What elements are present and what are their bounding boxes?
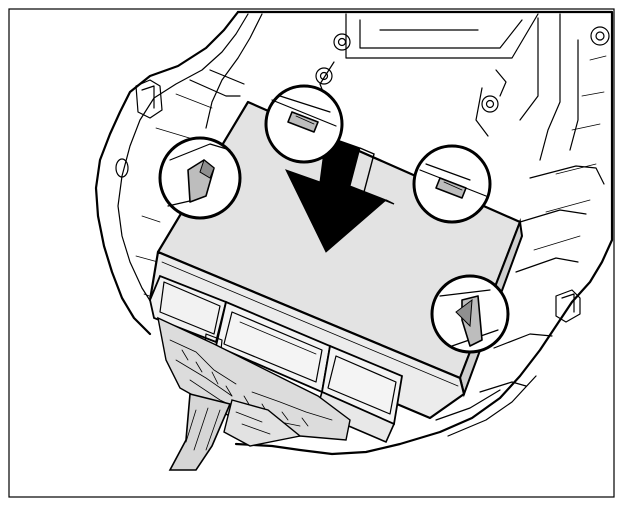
retaining-clip-icon (455, 295, 483, 347)
retaining-clip-icon (435, 177, 467, 199)
callout-lower-right-clip (430, 274, 510, 354)
callout-top-center-pin (264, 84, 344, 164)
callout-right-pin (412, 144, 492, 224)
callout-upper-left-clip (158, 136, 242, 220)
retaining-clip-icon (287, 111, 319, 133)
install-direction-arrow-icon (285, 135, 395, 253)
retaining-clip-icon (187, 159, 215, 203)
